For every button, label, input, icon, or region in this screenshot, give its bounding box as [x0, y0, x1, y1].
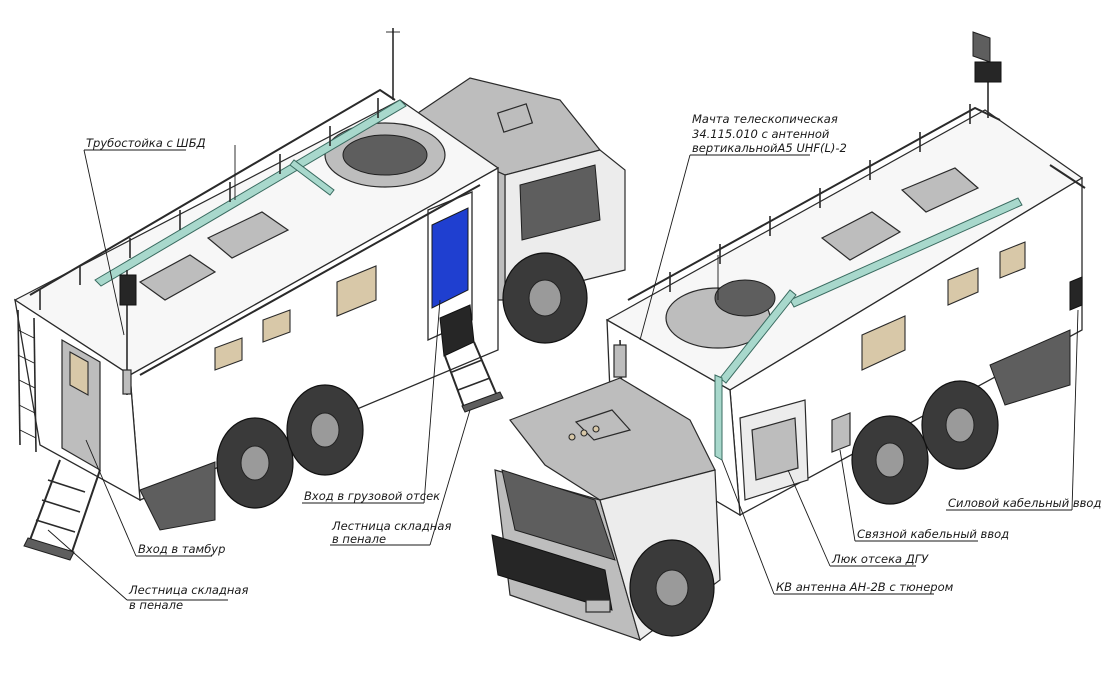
right-side-window-2 — [947, 267, 979, 306]
left-roof-rail — [94, 99, 407, 287]
left-folding-steps — [23, 459, 101, 561]
label-mast-line1: Мачта телескопическая — [692, 112, 838, 126]
left-rear-wheels — [216, 384, 364, 509]
label-dgu-hatch: Люк отсека ДГУ — [831, 552, 929, 566]
left-vehicle — [13, 28, 626, 561]
right-comm-cable-port — [831, 412, 851, 453]
left-side-window-1 — [214, 337, 243, 371]
right-side-window-3 — [999, 241, 1026, 279]
label-mast-line2: 34.115.010 с антенной — [692, 127, 830, 141]
label-ladder-left-line1: Лестница складная — [128, 583, 248, 597]
label-hf-antenna: КВ антенна АН-2В с тюнером — [776, 580, 954, 594]
left-side-window-2 — [262, 309, 291, 343]
label-mast-line3: вертикальнойА5 UHF(L)-2 — [692, 141, 847, 155]
left-side-window-3 — [336, 265, 377, 317]
left-pipe-stand — [119, 28, 400, 395]
right-vehicle — [491, 31, 1086, 642]
label-cargo-entry: Вход в грузовой отсек — [304, 489, 440, 503]
left-cargo-door — [431, 207, 469, 309]
label-vestibule-entry: Вход в тамбур — [138, 542, 225, 556]
right-front-wheel — [629, 539, 715, 637]
label-power-cable: Силовой кабельный ввод — [948, 496, 1101, 510]
left-cab-wheel — [502, 252, 588, 344]
left-roof-units — [138, 122, 446, 301]
right-roof-rail — [789, 197, 1023, 308]
right-cab-grille — [491, 534, 613, 611]
label-ladder-mid-line1: Лестница складная — [331, 519, 451, 533]
label-comm-cable: Связной кабельный ввод — [857, 527, 1009, 541]
right-power-cable-port — [1069, 276, 1083, 311]
leader-lines — [47, 145, 1079, 601]
right-chassis-box — [989, 329, 1071, 406]
label-pipe-stand: Трубостойка с ШБД — [86, 136, 206, 150]
left-guard-rail — [29, 88, 481, 376]
label-ladder-mid-line2: в пенале — [332, 532, 386, 546]
left-cargo-ladder — [439, 304, 504, 413]
callout-labels: Трубостойка с ШБД Вход в тамбур Лестница… — [86, 112, 1101, 612]
label-ladder-left-line2: в пенале — [129, 598, 183, 612]
right-guard-rail — [627, 104, 1086, 301]
right-side-window-1 — [861, 315, 906, 371]
right-rear-wheels — [851, 380, 999, 505]
right-mast — [972, 31, 1002, 118]
left-rear-door-window — [69, 351, 89, 396]
left-chassis-box — [139, 461, 216, 531]
left-rear-ladder — [17, 309, 37, 453]
